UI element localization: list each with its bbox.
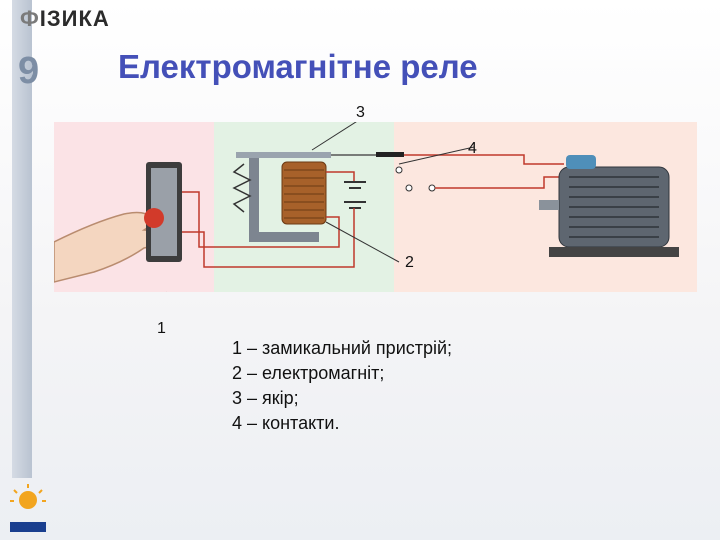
callout-2: 2 — [405, 254, 414, 271]
spring — [232, 163, 252, 213]
contacts — [376, 152, 404, 157]
legend-item: 3 – якір; — [232, 388, 299, 408]
switch-button — [144, 208, 164, 228]
callout-3: 3 — [356, 104, 365, 121]
publisher-name: РАНОК — [14, 522, 42, 531]
motor-terminal-box — [566, 155, 596, 169]
legend-item: 4 – контакти. — [232, 413, 340, 433]
callout-1: 1 — [157, 320, 166, 337]
legend-item: 2 – електромагніт; — [232, 363, 385, 383]
page-title: Електромагнітне реле — [118, 48, 478, 85]
armature — [236, 152, 331, 158]
grade-number: 9 — [18, 50, 40, 92]
legend-list: 1 – замикальний пристрій; 2 – електромаг… — [232, 336, 452, 436]
callout-4: 4 — [468, 140, 477, 157]
coil — [281, 161, 327, 225]
publisher-logo — [10, 484, 46, 532]
subject-brand: ФІЗИКА — [20, 6, 110, 31]
motor-base — [549, 247, 679, 257]
relay-frame — [249, 152, 259, 242]
relay-diagram — [54, 122, 697, 292]
legend-item: 1 – замикальний пристрій; — [232, 338, 453, 358]
left-accent-bar — [12, 0, 32, 478]
